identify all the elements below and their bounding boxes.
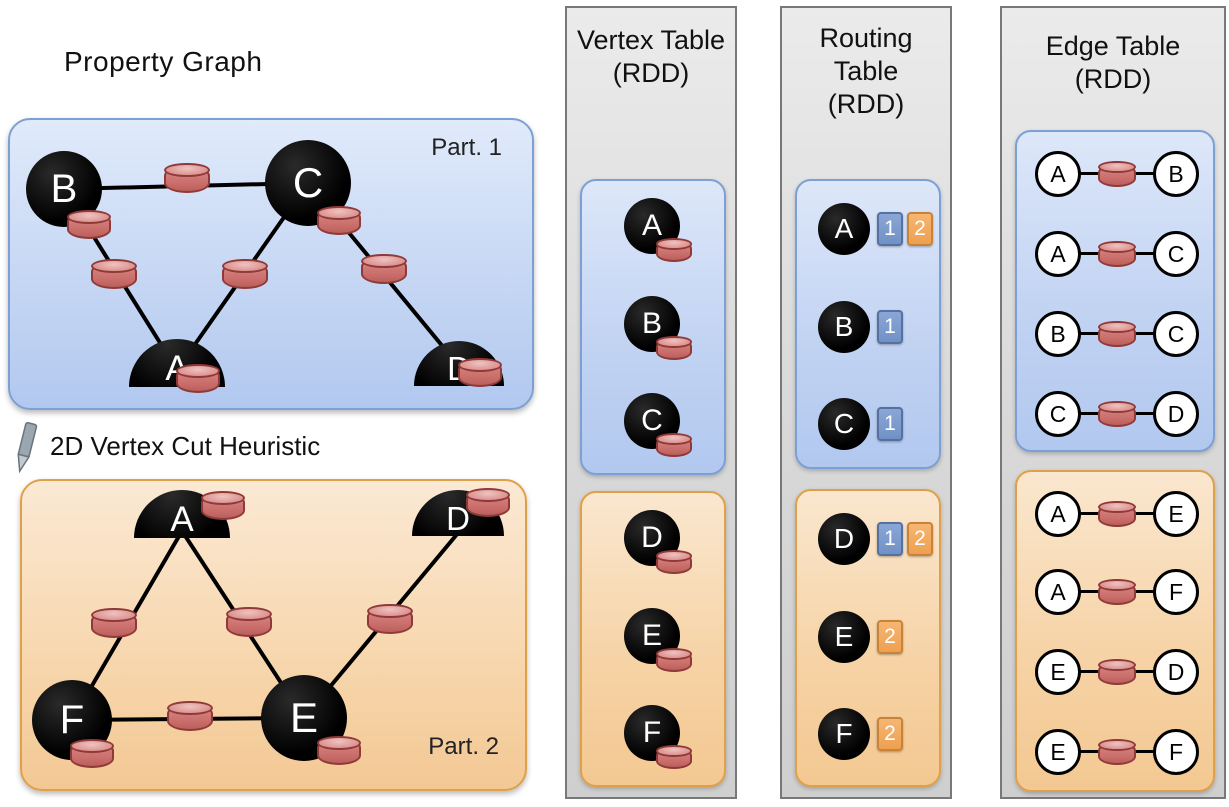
vertex-property-cylinder-icon <box>656 550 692 575</box>
routing-vertex: C <box>818 398 870 450</box>
edge-dst-vertex: F <box>1153 729 1199 775</box>
edge-property-cylinder-icon <box>361 254 407 284</box>
routing-table-partition-1: A 1 2 B 1 C 1 <box>795 179 941 469</box>
edge-property-cylinder-icon <box>367 604 413 634</box>
routing-partition-badge: 2 <box>877 620 903 654</box>
vertex-table-title-line1: Vertex Table <box>576 25 726 55</box>
vertex-property-cylinder-icon <box>656 238 692 263</box>
pencil-arrow-icon <box>17 421 38 474</box>
routing-partition-badge: 1 <box>877 522 903 556</box>
routing-partition-badge: 1 <box>877 212 903 246</box>
vertex-property-cylinder-icon <box>458 358 502 387</box>
edge-src-vertex: E <box>1035 649 1081 695</box>
partition-2-box: Part. 2 A D F E <box>20 479 527 791</box>
vertex-table-partition-2: D E F <box>580 491 726 787</box>
vertex-property-cylinder-icon <box>67 210 111 239</box>
partition-1-label: Part. 1 <box>431 134 502 161</box>
routing-partition-badge: 1 <box>877 407 903 441</box>
vertex-cut-heuristic-label: 2D Vertex Cut Heuristic <box>50 431 321 461</box>
routing-table-title-line1: Routing <box>819 23 913 53</box>
edge-property-cylinder-icon <box>1098 321 1136 347</box>
edge-property-cylinder-icon <box>1098 161 1136 187</box>
partition-2-label: Part. 2 <box>428 733 499 760</box>
vertex-table-column: Vertex Table (RDD) A B C D E F <box>565 6 737 799</box>
vertex-property-cylinder-icon <box>317 206 361 235</box>
routing-partition-badge: 2 <box>907 212 933 246</box>
edge-property-cylinder-icon <box>167 701 213 731</box>
edge-table-partition-2: A E A F E D E F <box>1015 470 1215 792</box>
routing-vertex: B <box>818 301 870 353</box>
edge-property-cylinder-icon <box>222 259 268 289</box>
routing-table-title-line2: Table <box>833 55 899 86</box>
edge-property-cylinder-icon <box>1098 579 1136 605</box>
vertex-property-cylinder-icon <box>317 736 361 765</box>
vertex-table-entry: D <box>624 510 680 566</box>
routing-partition-badge: 2 <box>877 717 903 751</box>
edge-src-vertex: A <box>1035 231 1081 277</box>
edge-dst-vertex: F <box>1153 569 1199 615</box>
partition-1-box: Part. 1 B C A D <box>8 118 534 410</box>
vertex-property-cylinder-icon <box>656 745 692 770</box>
edge-dst-vertex: B <box>1153 151 1199 197</box>
vertex-property-cylinder-icon <box>176 364 220 393</box>
vertex-property-cylinder-icon <box>201 491 245 520</box>
edge-table-partition-1: A B A C B C C D <box>1015 130 1215 452</box>
edge-src-vertex: C <box>1035 391 1081 437</box>
edge-property-cylinder-icon <box>1098 739 1136 765</box>
edge-property-cylinder-icon <box>91 259 137 289</box>
edge-dst-vertex: D <box>1153 649 1199 695</box>
edge-property-cylinder-icon <box>91 608 137 638</box>
routing-partition-badge: 1 <box>877 310 903 344</box>
vertex-property-cylinder-icon <box>70 739 114 768</box>
routing-table-title: Routing Table (RDD) <box>782 22 950 121</box>
vertex-table-partition-1: A B C <box>580 179 726 475</box>
edge-property-cylinder-icon <box>1098 659 1136 685</box>
edge-property-cylinder-icon <box>1098 401 1136 427</box>
routing-partition-badge: 2 <box>907 522 933 556</box>
routing-table-column: Routing Table (RDD) A 1 2 B 1 C 1 D 1 2 … <box>780 6 952 799</box>
vertex-property-cylinder-icon <box>656 648 692 673</box>
vertex-property-cylinder-icon <box>466 488 510 517</box>
edge-property-cylinder-icon <box>1098 501 1136 527</box>
edge-dst-vertex: C <box>1153 231 1199 277</box>
routing-vertex: D <box>818 513 870 565</box>
edge-dst-vertex: D <box>1153 391 1199 437</box>
vertex-property-cylinder-icon <box>656 433 692 458</box>
routing-vertex: E <box>818 611 870 663</box>
routing-vertex: F <box>818 708 870 760</box>
edge-src-vertex: A <box>1035 491 1081 537</box>
edge-dst-vertex: E <box>1153 491 1199 537</box>
edge-table-title-line2: (RDD) <box>1074 63 1152 94</box>
edge-src-vertex: A <box>1035 151 1081 197</box>
routing-vertex: A <box>818 203 870 255</box>
routing-table-partition-2: D 1 2 E 2 F 2 <box>795 489 941 787</box>
edge-src-vertex: E <box>1035 729 1081 775</box>
edge-dst-vertex: C <box>1153 311 1199 357</box>
edge-src-vertex: B <box>1035 311 1081 357</box>
edge-table-title: Edge Table (RDD) <box>1002 30 1224 96</box>
vertex-property-cylinder-icon <box>656 336 692 361</box>
edge-table-column: Edge Table (RDD) A B A C B C C D <box>1000 6 1226 799</box>
edge-property-cylinder-icon <box>1098 241 1136 267</box>
edge-table-title-line1: Edge Table <box>1045 31 1181 61</box>
edge-property-cylinder-icon <box>226 607 272 637</box>
property-graph-title: Property Graph <box>64 46 263 77</box>
edge-src-vertex: A <box>1035 569 1081 615</box>
routing-table-title-line3: (RDD) <box>827 88 905 119</box>
vertex-table-title-line2: (RDD) <box>612 57 690 88</box>
vertex-table-title: Vertex Table (RDD) <box>567 24 735 90</box>
edge-property-cylinder-icon <box>164 163 210 193</box>
